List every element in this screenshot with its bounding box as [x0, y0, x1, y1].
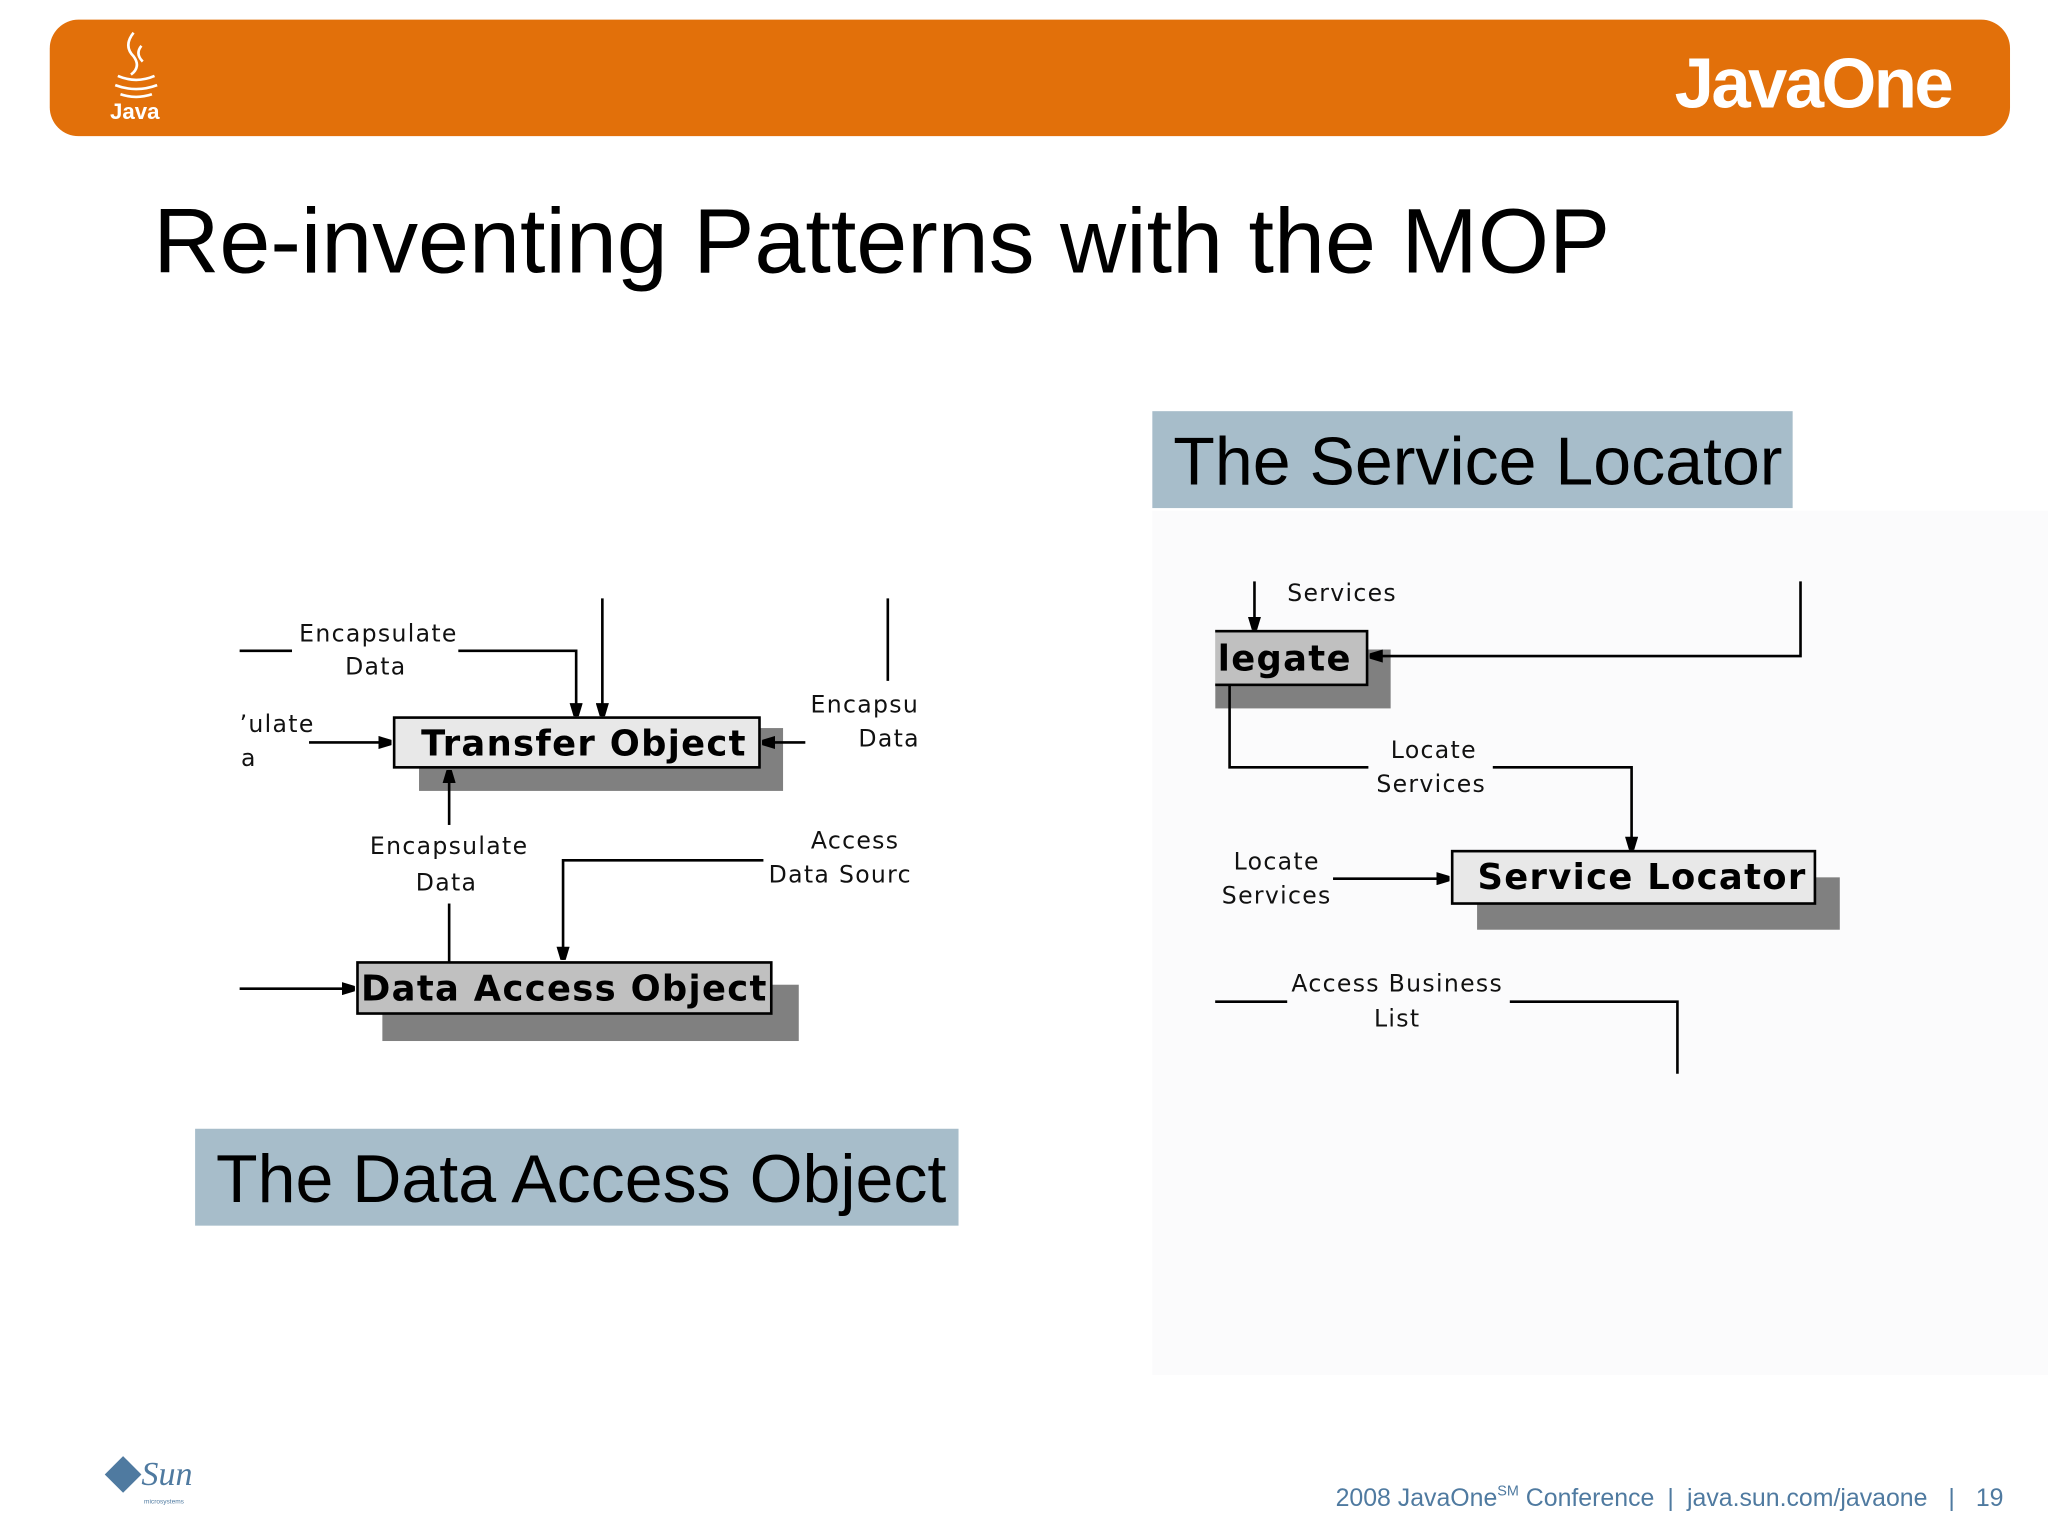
flow-label: Services	[1222, 882, 1332, 910]
dao-caption-box	[195, 1128, 959, 1226]
delegate-box	[1211, 629, 1369, 687]
flow-label: a	[241, 744, 257, 772]
connector-arrow	[556, 859, 764, 960]
flow-label: Access Business	[1291, 969, 1503, 997]
slide-title: Re-inventing Patterns with the MOP	[153, 190, 1610, 292]
delegate-label: legate	[1218, 638, 1352, 679]
footer-separator: |	[1667, 1484, 1673, 1512]
service-locator-caption-box	[1152, 411, 1793, 509]
footer-url[interactable]: java.sun.com/javaone	[1686, 1484, 1927, 1512]
transfer-object-box	[392, 716, 761, 769]
header-banner: Java JavaOne	[49, 19, 2011, 137]
flow-label: Services	[1287, 579, 1397, 607]
page-number: 19	[1976, 1484, 2004, 1512]
flow-label: Data	[858, 724, 920, 752]
svg-text:Java: Java	[110, 99, 160, 124]
footer-conference: 2008 JavaOne	[1336, 1484, 1498, 1512]
connector	[1509, 1000, 1679, 1074]
flow-label: List	[1374, 1005, 1420, 1033]
flow-label: ’ulate	[240, 710, 315, 738]
sun-logo-sub: microsystems	[144, 1498, 185, 1505]
footer-text: 2008 JavaOneSM Conference | java.sun.com/j…	[1336, 1483, 2004, 1511]
javaone-logo: JavaOne	[1675, 43, 1952, 122]
java-logo: Java	[110, 31, 160, 124]
footer-sm-mark: SM	[1497, 1483, 1519, 1499]
footer-separator: |	[1948, 1484, 1954, 1512]
sun-logo: Sun microsystems	[104, 1456, 192, 1505]
transfer-object-label: Transfer Object	[421, 724, 747, 765]
flow-label: Data	[345, 652, 407, 680]
flow-label: Locate	[1391, 736, 1477, 764]
service-locator-box	[1450, 849, 1817, 905]
banner-background	[49, 19, 2011, 137]
connector-arrow	[458, 649, 583, 717]
dao-label: Data Access Object	[361, 968, 768, 1009]
flow-label: Services	[1376, 770, 1486, 798]
footer-conference-suffix: Conference	[1519, 1484, 1654, 1512]
flow-label: Encapsulate	[299, 620, 458, 648]
flow-label: Encapsulate	[370, 832, 529, 860]
service-locator-label: Service Locator	[1478, 857, 1807, 898]
dao-diagram: Transfer Object Data Access Object Encap…	[239, 598, 920, 1042]
flow-label: Locate	[1234, 847, 1320, 875]
service-locator-diagram: legate Service Locator Services Locate S…	[1178, 579, 1840, 1074]
connector-arrow	[1369, 581, 1802, 663]
sun-logo-text: Sun	[141, 1456, 192, 1493]
dao-caption: The Data Access Object	[216, 1141, 946, 1217]
connector-arrow	[1492, 766, 1639, 850]
dao-box	[356, 961, 773, 1015]
service-locator-caption: The Service Locator	[1173, 424, 1782, 500]
flow-label: Encapsu	[811, 690, 920, 718]
connector	[1228, 684, 1369, 769]
flow-label: Data Sourc	[769, 861, 912, 889]
flow-label: Access	[811, 827, 900, 855]
flow-label: Data	[416, 868, 478, 896]
